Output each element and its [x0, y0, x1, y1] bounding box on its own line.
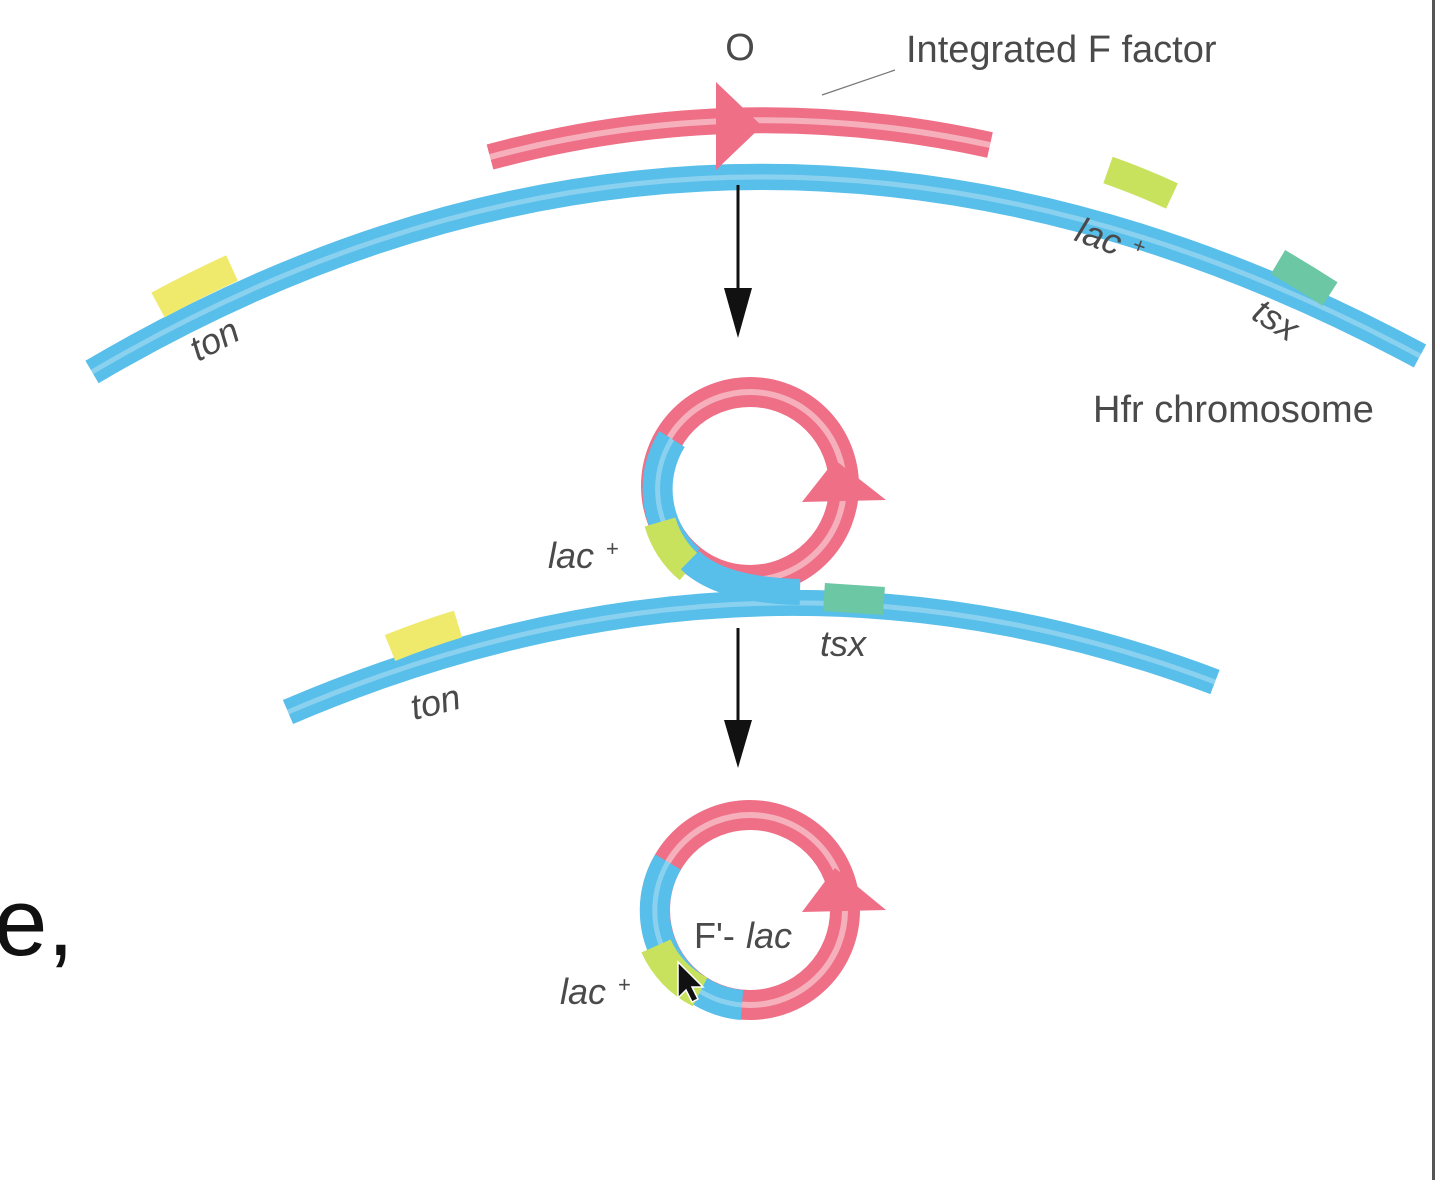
- tsx-gene-top: [1270, 249, 1338, 306]
- lac-label-bottom: lac +: [560, 971, 631, 1012]
- ton-gene-top: [151, 255, 238, 318]
- lac-gene-top: [1103, 156, 1178, 209]
- tsx-label-middle: tsx: [820, 623, 868, 664]
- loop-intermediate: [282, 377, 1220, 724]
- slide-edge-border: [1432, 0, 1435, 1180]
- svg-text:+: +: [618, 972, 631, 997]
- svg-text:lac: lac: [560, 971, 606, 1012]
- origin-arrowhead-icon: [716, 82, 762, 170]
- ton-gene-middle: [384, 610, 463, 661]
- svg-text:F'-: F'-: [694, 915, 735, 956]
- lac-gene-middle: [644, 516, 701, 581]
- svg-text:+: +: [606, 536, 619, 561]
- lac-label-top: lac +: [1070, 209, 1150, 263]
- hfr-chromosome: [85, 82, 1427, 384]
- down-arrow-icon: [724, 185, 752, 338]
- lac-gene-bottom: [641, 938, 708, 1007]
- tsx-gene-middle: [823, 583, 885, 615]
- down-arrow-icon: [724, 628, 752, 768]
- slide-text-fragment: e,: [0, 869, 75, 976]
- f-prime-lac-plasmid: [639, 800, 886, 1020]
- ton-label-middle: ton: [406, 676, 464, 728]
- svg-text:lac: lac: [548, 535, 594, 576]
- integrated-f-leader: [821, 69, 896, 96]
- svg-text:lac: lac: [746, 915, 792, 956]
- plasmid-arrowhead-icon: [802, 868, 886, 912]
- f-prime-lac-label: F'- lac: [694, 915, 792, 956]
- integrated-f-label: Integrated F factor: [906, 29, 1217, 71]
- lac-label-middle: lac +: [548, 535, 619, 576]
- origin-label: O: [725, 27, 755, 69]
- loop-arrowhead-icon: [802, 460, 886, 502]
- hfr-chromosome-label: Hfr chromosome: [1093, 389, 1374, 431]
- cursor-icon: [677, 960, 705, 1004]
